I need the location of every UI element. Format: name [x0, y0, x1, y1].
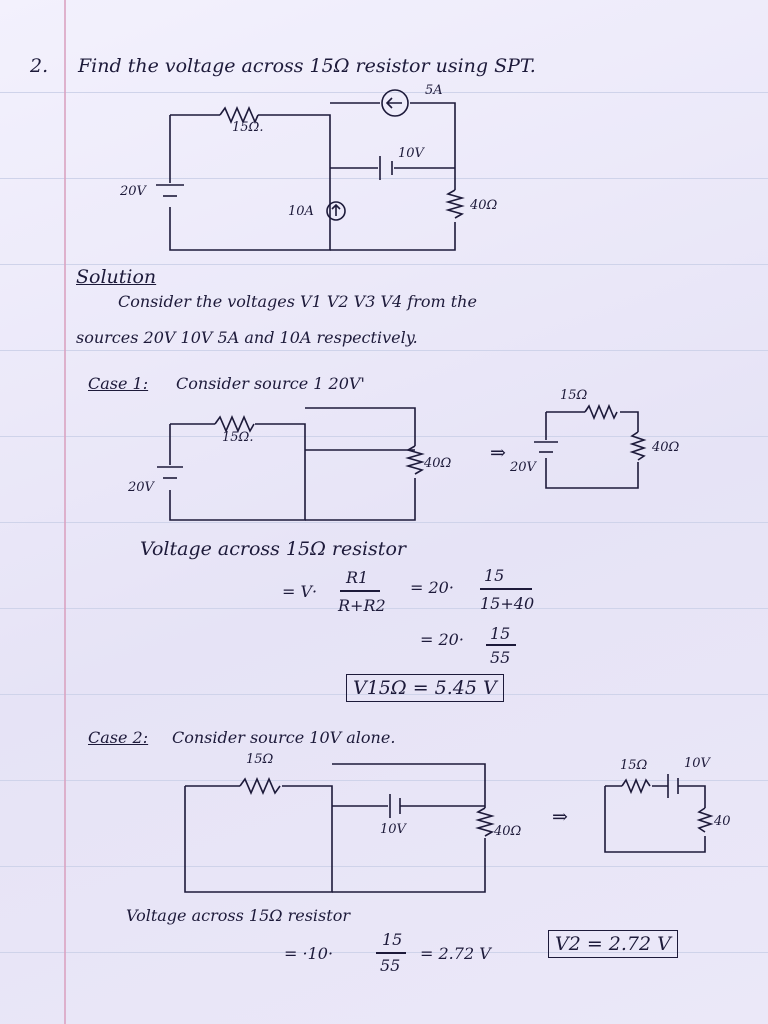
case1-r2-label: 40Ω [424, 456, 452, 471]
case2-resistor-15 [239, 776, 281, 796]
solution-line-1: Consider the voltages V1 V2 V3 V4 from t… [118, 292, 477, 311]
case2-eq-r1-label: 15Ω [620, 758, 648, 773]
case1-arrow: ⇒ [490, 442, 506, 464]
main-i1-label: 5A [425, 83, 443, 98]
case1-eq-r1-label: 15Ω [560, 388, 588, 403]
case2-calc-den: 55 [380, 956, 401, 975]
resistor-40-symbol [445, 189, 465, 219]
case2-calc-num: 15 [382, 930, 403, 949]
solution-line-2: sources 20V 10V 5A and 10A respectively. [76, 328, 418, 347]
case2-equivalent-resistor-40 [696, 807, 714, 833]
case2-result-box: V2 = 2.72 V [548, 930, 678, 958]
current-source-10a-arrow [331, 203, 341, 216]
case1-calc-title: Voltage across 15Ω resistor [140, 538, 406, 560]
case1-formula-den: R+R2 [338, 596, 386, 615]
question-number: 2. [30, 55, 49, 77]
margin-line [64, 0, 66, 1024]
current-source-10a-symbol [326, 201, 346, 221]
case1-sub2-den: 55 [490, 648, 511, 667]
case1-eq-r2-label: 40Ω [652, 440, 680, 455]
case2-eq-v-label: 10V [684, 756, 710, 771]
case2-arrow: ⇒ [552, 806, 568, 828]
case1-wires-right [305, 407, 416, 521]
case2-wires-right [332, 763, 486, 893]
case2-calc-result: = 2.72 V [420, 944, 491, 963]
case1-r1-label: 15Ω. [222, 430, 254, 445]
case1-text: Consider source 1 20V' [176, 374, 365, 393]
case2-equivalent-wires [604, 785, 706, 853]
case1-heading: Case 1: [88, 374, 149, 393]
current-source-5a-symbol [381, 89, 409, 117]
case2-eq-r2-label: 40 [714, 814, 731, 829]
case2-wires-left [184, 785, 333, 893]
main-r1-label: 15Ω. [232, 120, 264, 135]
main-r2-label: 40Ω [470, 198, 498, 213]
case1-sub-prefix: = 20· [410, 578, 454, 597]
case2-calc-title: Voltage across 15Ω resistor [126, 906, 350, 925]
case2-text: Consider source 10V alone. [172, 728, 396, 747]
case1-eq-v-label: 20V [510, 460, 536, 475]
case1-sub2-bar [486, 644, 516, 646]
resistor-15-symbol [219, 105, 259, 125]
case2-calc-prefix: = ·10· [284, 944, 334, 963]
case1-equivalent-resistor-15 [584, 403, 618, 421]
case2-r1-label: 15Ω [246, 752, 274, 767]
case1-formula-num: R1 [346, 568, 369, 587]
case1-equivalent-wires [545, 411, 639, 489]
case1-sub2-prefix: = 20· [420, 630, 464, 649]
case2-calc-bar [376, 952, 406, 954]
case1-sub2-num: 15 [490, 624, 511, 643]
solution-heading: Solution [76, 266, 157, 288]
case2-heading: Case 2: [88, 728, 149, 747]
question-text: Find the voltage across 15Ω resistor usi… [78, 55, 536, 77]
right-branch-wires [330, 102, 456, 251]
case1-sub-num: 15 [484, 566, 505, 585]
case1-v-label: 20V [128, 480, 154, 495]
case2-v-label: 10V [380, 822, 406, 837]
case1-sub-bar [480, 588, 532, 590]
case1-equivalent-resistor-40 [629, 431, 647, 461]
case2-resistor-40 [475, 807, 495, 837]
main-v1-label: 20V [120, 184, 146, 199]
main-i2-label: 10A [288, 204, 314, 219]
case2-equivalent-resistor-15 [621, 777, 651, 795]
case1-sub-den: 15+40 [480, 594, 535, 613]
case1-formula-bar [340, 590, 380, 592]
case1-resistor-40 [405, 445, 425, 475]
case1-result-box: V15Ω = 5.45 V [346, 674, 504, 702]
case1-formula-prefix: = V· [282, 582, 318, 601]
case2-r2-label: 40Ω [494, 824, 522, 839]
case1-resistor-15 [214, 414, 255, 434]
main-v2-label: 10V [398, 146, 424, 161]
current-source-5a-arrow [385, 97, 402, 109]
